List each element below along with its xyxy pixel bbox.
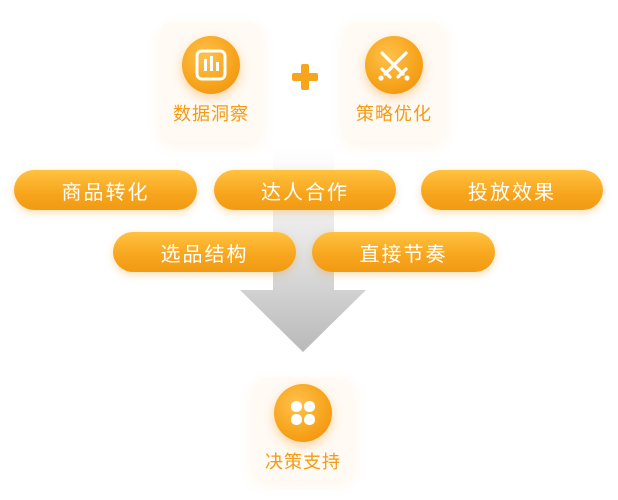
four-leaf-clover-icon xyxy=(274,384,332,442)
decision-support-card: 决策支持 xyxy=(252,378,354,480)
decision-support-label: 决策支持 xyxy=(265,452,341,473)
factor-pill-product-structure: 选品结构 xyxy=(113,232,296,272)
factor-pill-product-conversion: 商品转化 xyxy=(14,170,197,210)
data-insight-label: 数据洞察 xyxy=(173,104,249,125)
factor-pill-influencer-cooperation: 达人合作 xyxy=(214,170,396,210)
strategy-card: 策略优化 xyxy=(343,22,445,142)
data-insight-card: 数据洞察 xyxy=(160,22,262,142)
strategy-label: 策略优化 xyxy=(356,104,432,125)
crossed-swords-icon xyxy=(365,36,423,94)
factor-pill-direct-rhythm: 直接节奏 xyxy=(312,232,495,272)
plus-icon xyxy=(290,62,320,92)
factor-pill-ad-effect: 投放效果 xyxy=(421,170,603,210)
bar-chart-icon xyxy=(182,36,240,94)
